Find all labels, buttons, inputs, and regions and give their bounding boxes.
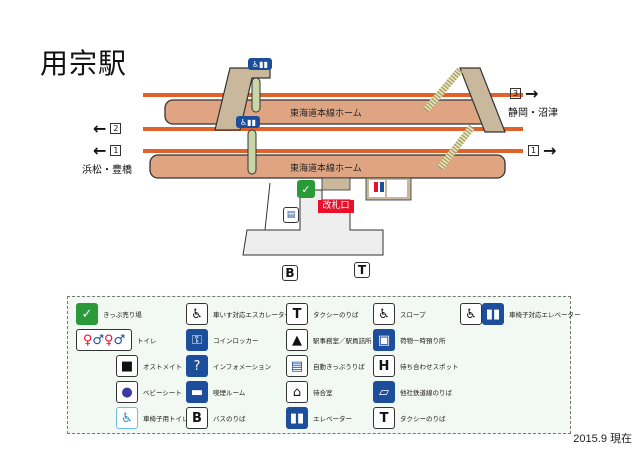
coin-locker-icon: ⚿ (186, 329, 208, 351)
legend-item: ▣ 荷物一時預り所 (373, 329, 446, 351)
stair-left-upper (251, 77, 261, 113)
track-2 (143, 127, 523, 131)
track-1 (143, 149, 523, 153)
stair-right-lower (437, 124, 475, 171)
wheelchair-elevator-icon: ▮▮ (482, 303, 504, 325)
legend-item: ♀♂♀♂ トイレ (76, 329, 157, 351)
ticket-machine-icon: ▤ (286, 355, 308, 377)
legend-item: T タクシーのりば (286, 303, 359, 325)
legend-item: ✓ きっぷ売り場 (76, 303, 142, 325)
station-office-icon: ▲ (286, 329, 308, 351)
legend-item: B バスのりば (186, 407, 246, 429)
information-icon: ? (186, 355, 208, 377)
concourse (242, 189, 384, 256)
track-1-direction-east: 1 → (528, 140, 557, 160)
legend-item: ? インフォメーション (186, 355, 271, 377)
wheelchair-toilet-icon: ♿ (116, 407, 138, 429)
legend-panel: ✓ きっぷ売り場 ♀♂♀♂ トイレ ■ オストメイト ● ベビーシート ♿ 車椅… (67, 296, 581, 434)
wheelchair-elevator-icon: ♿▮▮ (248, 58, 272, 70)
legend-item: ▤ 自動きっぷうりば (286, 355, 365, 377)
legend-item: ♿ 車いす対応エスカレーター (186, 303, 291, 325)
elevator-icon: ▮▮ (286, 407, 308, 429)
platform-label-lower: 東海道本線ホーム (290, 164, 362, 174)
baggage-storage-icon: ▣ (373, 329, 395, 351)
as-of-date: 2015.9 現在 (573, 433, 632, 445)
arrow-right-icon: → (543, 140, 557, 160)
legend-item: H 待ち合わせスポット (373, 355, 459, 377)
ostomate-icon: ■ (116, 355, 138, 377)
legend-item: ■ オストメイト (116, 355, 182, 377)
other-railway-icon: ▱ (373, 381, 395, 403)
legend-item: ♿ スロープ (373, 303, 426, 325)
wheelchair-escalator-icon: ♿ (186, 303, 208, 325)
smoking-room-icon: ▬ (186, 381, 208, 403)
legend-item: ⌂ 待合室 (286, 381, 333, 403)
wheelchair-icon: ♿ (460, 303, 482, 325)
ticket-office-icon: ✓ (76, 303, 98, 325)
legend-item: ♿ 車椅子用トイレ (116, 407, 189, 429)
legend-item: T タクシーのりば (373, 407, 446, 429)
wheelchair-elevator-icon: ♿▮▮ (236, 116, 260, 128)
taxi-stand-icon: T (373, 407, 395, 429)
arrow-right-icon: → (525, 83, 539, 103)
track-number: 3 (510, 88, 521, 99)
track-number: 1 (110, 145, 122, 156)
legend-item: ▬ 喫煙ルーム (186, 381, 245, 403)
bus-stop-icon: B (186, 407, 208, 429)
meeting-spot-icon: H (373, 355, 395, 377)
stair-right-upper (423, 67, 463, 113)
ticket-office-icon: ✓ (297, 180, 315, 198)
station-title: 用宗駅 (40, 47, 128, 80)
track-3 (143, 93, 523, 97)
slope-icon: ♿ (373, 303, 395, 325)
arrow-left-icon: ← (93, 140, 107, 160)
track-number: 1 (528, 145, 539, 156)
legend-item: ⚿ コインロッカー (186, 329, 259, 351)
destination-west: 浜松・豊橋 (82, 165, 132, 176)
waiting-room-icon: ⌂ (286, 381, 308, 403)
track-2-direction: ← 2 (93, 118, 122, 138)
legend-item: ▮▮ エレベーター (286, 407, 352, 429)
track-1-direction-west: ← 1 (93, 140, 122, 160)
bus-stop-icon: B (282, 265, 298, 281)
toilet-icon: ♀♂♀♂ (76, 329, 132, 351)
taxi-stand-icon: T (354, 262, 370, 278)
overpass-right (459, 67, 506, 133)
destination-east: 静岡・沼津 (508, 108, 558, 119)
legend-item: ● ベビーシート (116, 381, 182, 403)
taxi-stand-icon: T (286, 303, 308, 325)
legend-item: ▱ 他社鉄道線のりば (373, 381, 452, 403)
baby-seat-icon: ● (116, 381, 138, 403)
platform-label-upper: 東海道本線ホーム (290, 109, 362, 119)
legend-item: ♿ ▮▮ 車椅子対応エレベーター (460, 303, 581, 325)
ticket-machine-icon: ▤ (283, 207, 299, 223)
stair-left-lower (247, 129, 257, 175)
gate-area (321, 177, 351, 191)
legend-item: ▲ 駅事務室／駅員詰所 (286, 329, 372, 351)
arrow-left-icon: ← (93, 118, 107, 138)
ticket-gate-label: 改札口 (318, 200, 354, 213)
track-number: 2 (110, 123, 122, 134)
track-3-direction: 3 → (510, 83, 539, 103)
